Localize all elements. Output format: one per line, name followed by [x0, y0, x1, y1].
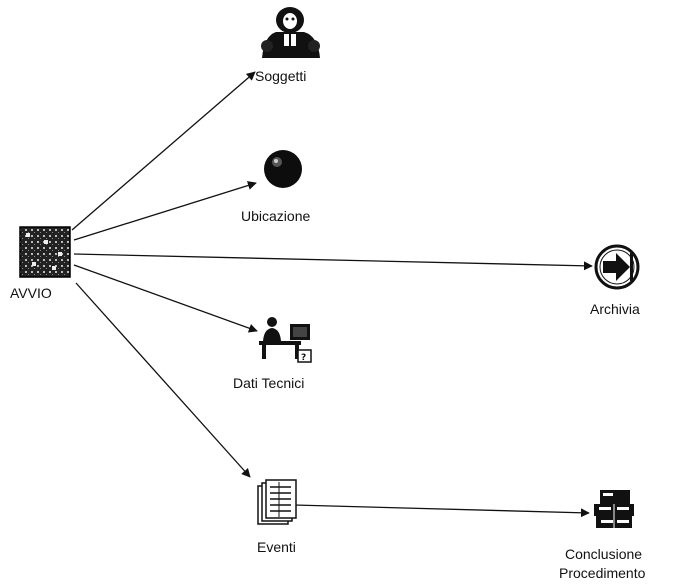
node-label-procedimento: Procedimento: [559, 565, 646, 581]
node-label-ubicazione: Ubicazione: [241, 208, 310, 224]
edge-avvio-eventi: [75, 282, 251, 478]
filing-cabinet-icon: [594, 490, 634, 528]
edge-avvio-soggetti: [71, 71, 256, 231]
edges: [71, 71, 593, 518]
node-label-soggetti: Soggetti: [255, 68, 306, 84]
desk-worker-icon: ?: [259, 317, 312, 363]
svg-text:?: ?: [301, 353, 306, 363]
node-dati-tecnici[interactable]: ? Dati Tecnici: [233, 317, 312, 391]
node-label-eventi: Eventi: [257, 539, 296, 555]
exit-arrow-icon: [594, 244, 640, 290]
node-label-avvio: AVVIO: [10, 285, 52, 301]
globe-icon: [264, 150, 302, 188]
node-soggetti[interactable]: Soggetti: [255, 7, 320, 84]
node-label-archivia: Archivia: [590, 301, 640, 317]
documents-stack-icon: [257, 479, 297, 525]
node-ubicazione[interactable]: Ubicazione: [241, 150, 310, 224]
node-avvio[interactable]: AVVIO: [10, 226, 71, 301]
edge-avvio-dati-tecnici: [73, 264, 258, 333]
node-eventi[interactable]: Eventi: [257, 479, 297, 555]
edge-avvio-archivia: [73, 253, 593, 271]
edge-avvio-ubicazione: [73, 181, 257, 241]
node-conclusione-procedimento[interactable]: Conclusione Procedimento: [559, 490, 646, 581]
node-label-conclusione: Conclusione: [565, 546, 642, 562]
start-grid-icon: [19, 226, 71, 278]
people-icon: [261, 7, 320, 58]
node-archivia[interactable]: Archivia: [590, 244, 640, 317]
node-label-dati-tecnici: Dati Tecnici: [233, 375, 304, 391]
edge-eventi-conclusione: [293, 504, 590, 518]
